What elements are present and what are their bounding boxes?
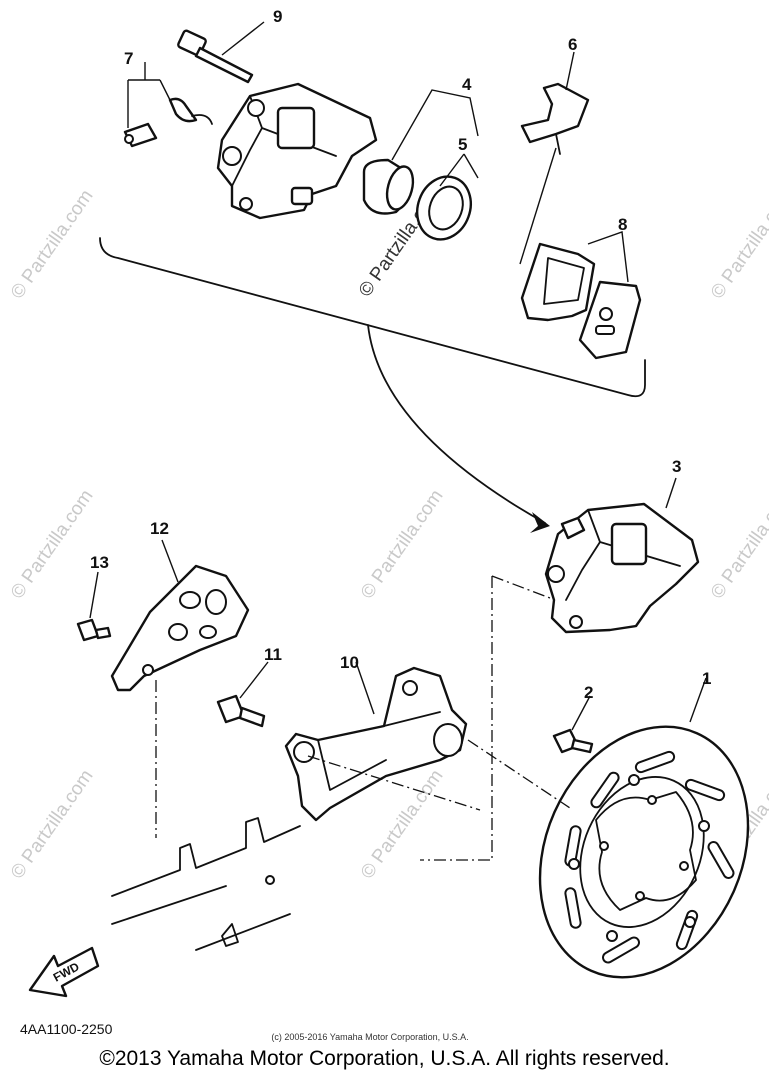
part-1-brake-disc <box>538 677 750 979</box>
watermark: © Partzilla.com <box>707 486 769 603</box>
callout-12: 12 <box>150 519 169 538</box>
watermark: © Partzilla.com <box>357 486 448 603</box>
watermark: © Partzilla.com <box>707 186 769 303</box>
watermark: © Partzilla.com <box>7 766 98 883</box>
watermark: © Partzilla.com <box>7 186 98 303</box>
callout-13: 13 <box>90 553 109 572</box>
fwd-arrow-icon: FWD <box>28 946 100 998</box>
part-5-seals <box>416 153 479 241</box>
part-13-bolt <box>76 571 112 642</box>
part-3-caliper-assembly <box>544 477 700 634</box>
part-4-piston <box>362 89 479 215</box>
callout-2: 2 <box>584 683 593 702</box>
group-arrow-line <box>367 324 546 524</box>
part-8-brake-pads <box>520 231 642 360</box>
group-arrow-head <box>530 512 550 533</box>
part-11-bolt <box>216 661 269 728</box>
callout-9: 9 <box>273 7 282 26</box>
caliper-body-exploded <box>216 82 378 220</box>
callout-6: 6 <box>568 35 577 54</box>
group-bracket <box>99 237 646 398</box>
centerlines <box>155 575 571 861</box>
part-12-disc-guard <box>110 539 250 692</box>
callout-5: 5 <box>458 135 467 154</box>
small-notice: (c) 2005-2016 Yamaha Motor Corporation, … <box>271 1032 468 1042</box>
callout-3: 3 <box>672 457 681 476</box>
callout-8: 8 <box>618 215 627 234</box>
part-10-caliper-bracket <box>284 661 468 822</box>
callout-11: 11 <box>264 645 282 664</box>
copyright-notice: ©2013 Yamaha Motor Corporation, U.S.A. A… <box>99 1047 670 1070</box>
callout-7: 7 <box>124 49 133 68</box>
callout-10: 10 <box>340 653 359 672</box>
swingarm-outline <box>111 817 301 951</box>
diagram-code: 4AA1100-2250 <box>20 1021 113 1037</box>
part-2-bolt <box>552 695 594 754</box>
callout-1: 1 <box>702 669 711 688</box>
watermark: © Partzilla.com <box>7 486 98 603</box>
callout-labels: 9 7 4 5 6 8 3 12 13 11 10 2 1 <box>90 7 711 702</box>
callout-4: 4 <box>462 75 472 94</box>
part-7-bleed-screw <box>123 62 213 148</box>
part-9-pin-bolt <box>177 21 265 84</box>
part-6-pad-spring <box>519 51 590 265</box>
